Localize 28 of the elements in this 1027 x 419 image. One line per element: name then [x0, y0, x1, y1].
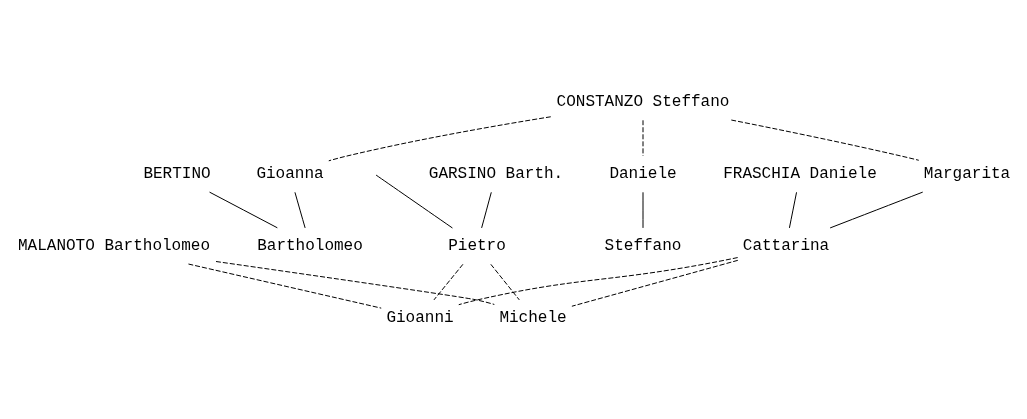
node-text: BERTINO: [143, 164, 211, 183]
connector: [571, 259, 739, 307]
connector: [490, 263, 520, 300]
node-text: GARSINO Barth.: [428, 164, 564, 183]
connector: [375, 174, 453, 228]
connector: [294, 191, 306, 228]
connector: [328, 115, 552, 161]
node-text: Bartholomeo: [257, 236, 363, 255]
connector: [215, 260, 495, 305]
node-text: Gioanna: [256, 164, 324, 183]
connector: [481, 191, 492, 228]
connector: [187, 263, 382, 309]
node-text: Cattarina: [742, 236, 830, 255]
connector: [458, 256, 739, 305]
node-text: Steffano: [604, 236, 682, 255]
node-text: Pietro: [448, 236, 506, 255]
node-text: FRASCHIA Daniele: [723, 164, 877, 183]
node-text: MALANOTO Bartholomeo: [17, 236, 211, 255]
connector: [209, 191, 278, 228]
node-text: Margarita: [923, 164, 1011, 183]
node-text: Michele: [499, 308, 567, 327]
connector: [788, 191, 798, 228]
connector: [433, 263, 464, 300]
node-text: CONSTANZO Steffano: [556, 92, 730, 111]
connector: [730, 119, 920, 161]
connector: [829, 191, 924, 228]
node-text: Daniele: [609, 164, 677, 183]
node-text: Gioanni: [386, 308, 454, 327]
